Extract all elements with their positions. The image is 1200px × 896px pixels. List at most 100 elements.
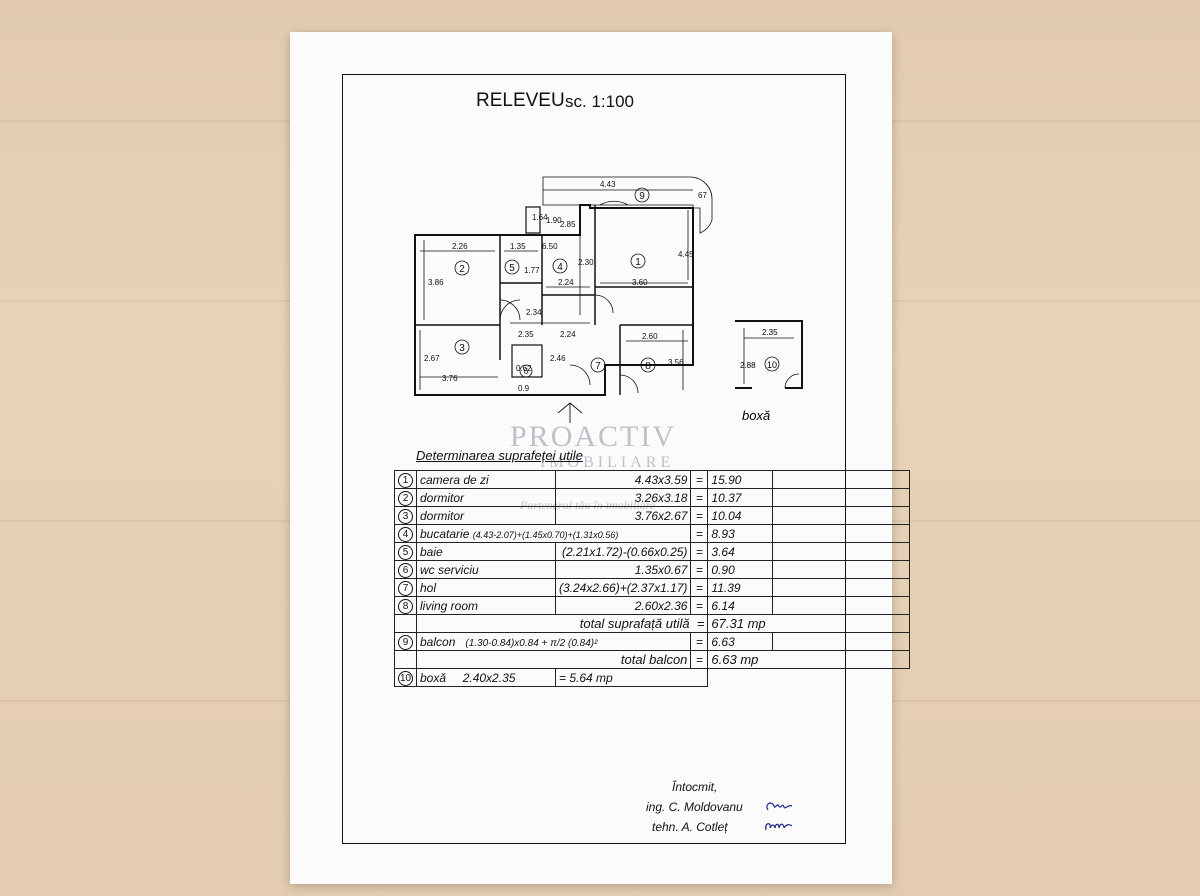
balcon-area: 6.63 — [707, 632, 774, 651]
total-balcon-row: total balcon = 6.63 mp — [394, 650, 911, 669]
dim-label: 2.67 — [424, 354, 440, 363]
boxa-name-dims: boxă 2.40x2.35 — [416, 668, 556, 687]
room-area: 0.90 — [707, 560, 774, 579]
dim-label: 6.50 — [542, 242, 558, 251]
watermark-line1: PROACTIV — [510, 420, 677, 453]
room-area: 6.14 — [707, 596, 774, 615]
table-row-boxa: 10 boxă 2.40x2.35 = 5.64 mp — [394, 668, 910, 687]
table-row: 4 bucatarie (4.43-2.07)+(1.45x0.70)+(1.3… — [394, 524, 911, 543]
table-row: 5 baie (2.21x1.72)-(0.66x0.25) = 3.64 — [394, 542, 911, 561]
room-dims: 4.43x3.59 — [554, 470, 692, 489]
room-dims: 3.26x3.18 — [554, 488, 692, 507]
dim-label: 2.35 — [518, 330, 534, 339]
room-marker-3: 3 — [454, 339, 470, 355]
room-marker-6: 6 — [519, 364, 533, 378]
room-name: camera de zi — [416, 470, 556, 489]
table-row: 3 dormitor 3.76x2.67 = 10.04 — [394, 506, 911, 525]
room-name: hol — [416, 578, 556, 597]
room-marker-7: 7 — [590, 357, 606, 373]
room-dims: (2.21x1.72)-(0.66x0.25) — [554, 542, 692, 561]
area-table: 1 camera de zi 4.43x3.59 = 15.90 2 dormi… — [394, 470, 911, 687]
room-name: wc serviciu — [416, 560, 556, 579]
dim-label: 2.26 — [452, 242, 468, 251]
room-marker-10: 10 — [764, 356, 780, 372]
total-balcon-label: total balcon — [415, 650, 692, 669]
dim-label: 3.86 — [428, 278, 444, 287]
dim-label: 2.85 — [560, 220, 576, 229]
row-number: 7 — [394, 578, 417, 597]
equals-sign: = — [690, 578, 709, 597]
table-row: 2 dormitor 3.26x3.18 = 10.37 — [394, 488, 911, 507]
balcon-formula: balcon (1.30-0.84)x0.84 + π/2 (0.84)² — [415, 632, 692, 651]
dim-label: 1.35 — [510, 242, 526, 251]
table-row: 6 wc serviciu 1.35x0.67 = 0.90 — [394, 560, 911, 579]
room-area: 8.93 — [707, 524, 774, 543]
dim-label: 4.45 — [678, 250, 694, 259]
room-area: 3.64 — [707, 542, 774, 561]
total-balcon-value: 6.63 mp — [707, 650, 911, 669]
dim-label: 2.24 — [560, 330, 576, 339]
table-title: Determinarea suprafeței utile — [416, 448, 583, 463]
outer-wall — [414, 204, 694, 396]
drawing-frame — [342, 74, 846, 844]
total-util-row: total suprafață utilă = 67.31 mp — [394, 614, 911, 633]
room-area: 10.04 — [707, 506, 774, 525]
svg-text:9: 9 — [639, 191, 645, 202]
dim-label: 1.90 — [546, 216, 562, 225]
table-row-balcon: 9 balcon (1.30-0.84)x0.84 + π/2 (0.84)² … — [394, 632, 911, 651]
row-number: 9 — [394, 632, 417, 651]
row-number: 4 — [394, 524, 417, 543]
room-name-dims: bucatarie (4.43-2.07)+(1.45x0.70)+(1.31x… — [415, 524, 692, 543]
svg-text:5: 5 — [509, 263, 515, 274]
equals-sign: = — [690, 650, 709, 669]
equals-sign: = — [690, 470, 709, 489]
equals-sign: = — [690, 542, 709, 561]
dim-label: 4.43 — [600, 180, 616, 189]
watermark-line2: IMOBILIARE — [540, 454, 675, 471]
equals-sign: = — [690, 560, 709, 579]
room-area: 11.39 — [707, 578, 774, 597]
equals-sign: = — [690, 596, 709, 615]
room-dims: (3.24x2.66)+(2.37x1.17) — [554, 578, 692, 597]
svg-text:8: 8 — [645, 361, 651, 372]
dim-label: 67 — [698, 191, 707, 200]
page-title: RELEVEU — [476, 90, 565, 111]
dim-label: 1.77 — [524, 266, 540, 275]
row-number: 8 — [394, 596, 417, 615]
equals-sign: = — [690, 524, 709, 543]
dim-label: 3.56 — [668, 358, 684, 367]
signature-technician: tehn. A. Cotleț — [652, 820, 728, 834]
room-marker-9: 9 — [634, 187, 650, 203]
signature-heading: Întocmit, — [672, 780, 718, 794]
svg-text:2: 2 — [459, 264, 465, 275]
total-util-value: 67.31 mp — [707, 614, 911, 633]
table-row: 8 living room 2.60x2.36 = 6.14 — [394, 596, 911, 615]
svg-text:3: 3 — [459, 343, 465, 354]
svg-text:1: 1 — [635, 257, 641, 268]
dim-label: 2.60 — [642, 332, 658, 341]
row-number: 5 — [394, 542, 417, 561]
storage-box-plan: 2.35 2.88 10 boxă — [735, 320, 803, 423]
dim-label: 2.34 — [526, 308, 542, 317]
equals-sign: = — [690, 632, 709, 651]
dim-label: 2.30 — [578, 258, 594, 267]
dim-label: 0.62 — [516, 364, 532, 373]
room-marker-8: 8 — [640, 357, 656, 373]
row-number: 10 — [394, 668, 417, 687]
svg-text:7: 7 — [595, 361, 601, 372]
row-number: 1 — [394, 470, 417, 489]
room-name: dormitor — [416, 506, 556, 525]
row-number: 2 — [394, 488, 417, 507]
boxa-area: = 5.64 mp — [554, 668, 709, 687]
dim-label: 2.46 — [550, 354, 566, 363]
dim-label: 0.9 — [518, 384, 530, 393]
dim-label: 2.24 — [558, 278, 574, 287]
room-name: baie — [416, 542, 556, 561]
room-dims: 3.76x2.67 — [554, 506, 692, 525]
room-marker-1: 1 — [630, 253, 646, 269]
room-area: 15.90 — [707, 470, 774, 489]
table-row: 1 camera de zi 4.43x3.59 = 15.90 — [394, 470, 911, 489]
dim-label: 2.35 — [762, 328, 778, 337]
equals-sign: = — [690, 488, 709, 507]
svg-text:6: 6 — [524, 367, 529, 376]
